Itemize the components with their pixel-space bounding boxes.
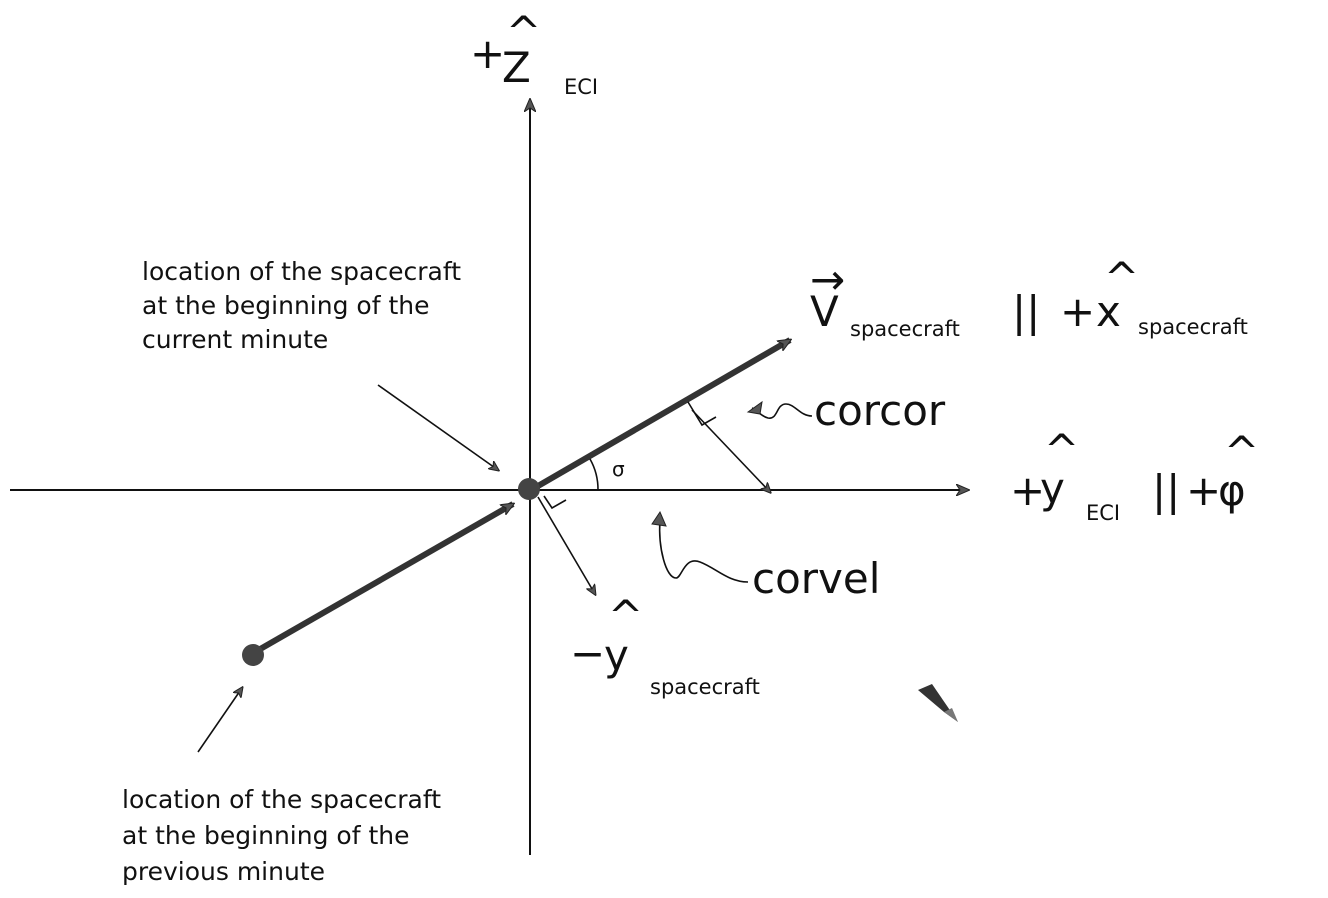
- y-axis-label: + ^ y ECI || + ^ φ: [1010, 425, 1259, 525]
- sigma-angle-arc: [589, 458, 599, 491]
- y-axis-sign: +: [1010, 466, 1045, 515]
- x-symbol: x: [1096, 287, 1121, 336]
- phi-sign: +: [1186, 466, 1221, 515]
- phi-symbol: φ: [1218, 466, 1246, 515]
- minus-y-hat: ^: [608, 591, 643, 640]
- minus-y-subscript: spacecraft: [650, 675, 760, 699]
- minus-y-label: − ^ y spacecraft: [570, 591, 760, 699]
- velocity-arrow-mark: →: [810, 255, 845, 304]
- corvel-squiggle: [658, 519, 749, 583]
- x-subscript: spacecraft: [1138, 315, 1248, 339]
- previous-note-line-3: previous minute: [122, 857, 325, 886]
- right-angle-mark: [687, 401, 717, 427]
- phi-hat: ^: [1224, 427, 1259, 476]
- z-axis-subscript: ECI: [564, 75, 598, 99]
- y-axis-subscript: ECI: [1086, 501, 1120, 525]
- corvel-squiggle-head: [651, 510, 667, 527]
- current-note-arrow: [377, 384, 498, 470]
- sigma-label: σ: [612, 457, 625, 481]
- current-position-dot: [518, 478, 540, 500]
- previous-path-vector: [253, 501, 513, 655]
- corcor-vector: [691, 409, 770, 492]
- minus-y-symbol: y: [604, 631, 629, 680]
- y-axis-symbol: y: [1040, 464, 1065, 513]
- previous-note: location of the spacecraft at the beginn…: [122, 785, 441, 886]
- current-note-line-3: current minute: [142, 325, 328, 354]
- corvel-label: corvel: [752, 554, 880, 603]
- minus-y-vector: [537, 496, 595, 594]
- current-note-line-1: location of the spacecraft: [142, 257, 461, 286]
- velocity-subscript: spacecraft: [850, 317, 960, 341]
- y-axis-hat: ^: [1044, 425, 1079, 474]
- velocity-label: → V spacecraft || + ^ x spacecraft: [810, 253, 1248, 341]
- pen-icon: [918, 684, 958, 722]
- previous-note-arrow: [197, 688, 242, 753]
- previous-note-line-2: at the beginning of the: [122, 821, 409, 850]
- z-axis-hat: ^: [506, 7, 541, 56]
- previous-note-line-1: location of the spacecraft: [122, 785, 441, 814]
- corcor-label: corcor: [814, 386, 946, 435]
- z-axis-symbol: Z: [502, 43, 531, 92]
- velocity-parallel: ||: [1012, 287, 1040, 336]
- velocity-symbol: V: [810, 287, 839, 336]
- previous-position-dot: [242, 644, 264, 666]
- y-axis-parallel: ||: [1152, 466, 1180, 515]
- x-sign: +: [1060, 287, 1095, 336]
- current-note-line-2: at the beginning of the: [142, 291, 429, 320]
- origin-right-angle-mark: [543, 495, 567, 510]
- velocity-vector: [536, 337, 790, 489]
- corcor-squiggle-head: [746, 400, 763, 415]
- z-axis-label: + ^ Z ECI: [470, 7, 598, 99]
- x-hat: ^: [1104, 253, 1139, 302]
- minus-y-sign: −: [570, 629, 605, 678]
- current-note: location of the spacecraft at the beginn…: [142, 257, 461, 354]
- z-axis-sign: +: [470, 29, 505, 78]
